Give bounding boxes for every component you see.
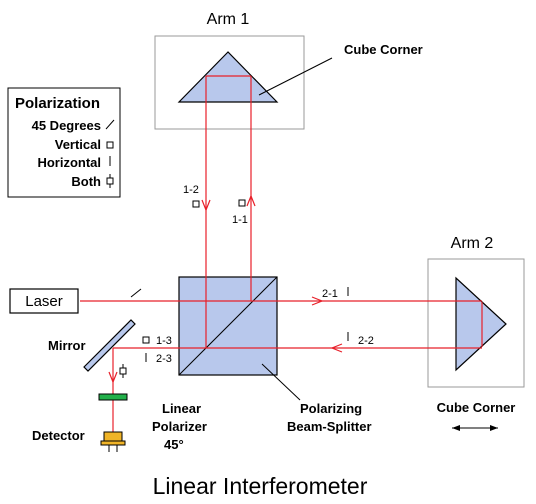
mirror bbox=[83, 319, 136, 372]
arm2-cube-corner-label: Cube Corner bbox=[437, 400, 516, 415]
arm2-motion-arrowhead-right bbox=[490, 425, 498, 431]
marker-1-1-vertical bbox=[238, 199, 246, 207]
arm1-cube-corner bbox=[177, 51, 279, 103]
legend-title: Polarization bbox=[15, 95, 100, 112]
polarization-legend bbox=[7, 87, 121, 198]
arm1-callout-line bbox=[258, 57, 333, 96]
diagram-title: Linear Interferometer bbox=[153, 473, 368, 499]
arm2-frame bbox=[427, 258, 525, 388]
arm1-cube-corner-label: Cube Corner bbox=[344, 42, 423, 57]
arm2-motion-arrowhead-left bbox=[452, 425, 460, 431]
detector-body bbox=[103, 431, 123, 442]
arrow-to-detector bbox=[108, 371, 118, 384]
legend-both-square-symbol bbox=[106, 177, 114, 185]
legend-row-horizontal-label: Horizontal bbox=[37, 155, 101, 170]
detector-base bbox=[100, 440, 126, 446]
beam-splitter-label-line1: Polarizing bbox=[300, 401, 362, 416]
marker-1-2-vertical bbox=[192, 200, 200, 208]
legend-square-symbol bbox=[106, 141, 114, 149]
arrow-1-2-down bbox=[201, 199, 211, 212]
arrow-2-2-left bbox=[330, 343, 343, 353]
beam-splitter-label-line2: Beam-Splitter bbox=[287, 419, 372, 434]
legend-row-vertical-label: Vertical bbox=[55, 137, 101, 152]
beam-splitter-diagonal bbox=[178, 276, 278, 376]
arm1-label: Arm 1 bbox=[207, 11, 250, 28]
arm2-cube-corner bbox=[455, 276, 507, 372]
beam-label-2-2: 2-2 bbox=[358, 335, 374, 347]
beam-label-2-1: 2-1 bbox=[322, 288, 338, 300]
arrow-2-1-right bbox=[311, 296, 324, 306]
arrow-1-1-up bbox=[246, 194, 256, 207]
polarizer-label-line1: Linear bbox=[162, 401, 201, 416]
legend-diagonal-symbol bbox=[105, 119, 115, 130]
linear-polarizer bbox=[98, 393, 128, 401]
marker-1-3-vertical bbox=[142, 336, 150, 344]
legend-row-45-degrees-label: 45 Degrees bbox=[32, 118, 101, 133]
beam-label-1-1: 1-1 bbox=[232, 214, 248, 226]
marker-detector-both-square bbox=[119, 367, 127, 375]
marker-laser-45-degrees bbox=[130, 288, 142, 298]
mirror-label: Mirror bbox=[48, 338, 86, 353]
polarizer-label-line3: 45° bbox=[164, 437, 184, 452]
beam-label-1-2: 1-2 bbox=[183, 184, 199, 196]
arm1-frame bbox=[154, 35, 305, 130]
beam-label-1-3: 1-3 bbox=[156, 335, 172, 347]
detector-label: Detector bbox=[32, 428, 85, 443]
legend-row-both-label: Both bbox=[71, 174, 101, 189]
laser-label: Laser bbox=[25, 293, 63, 310]
polarizer-label-line2: Polarizer bbox=[152, 419, 207, 434]
beam-label-2-3: 2-3 bbox=[156, 353, 172, 365]
beam-splitter-callout-line bbox=[261, 363, 301, 401]
laser-box bbox=[9, 288, 79, 314]
arm2-label: Arm 2 bbox=[451, 235, 494, 252]
